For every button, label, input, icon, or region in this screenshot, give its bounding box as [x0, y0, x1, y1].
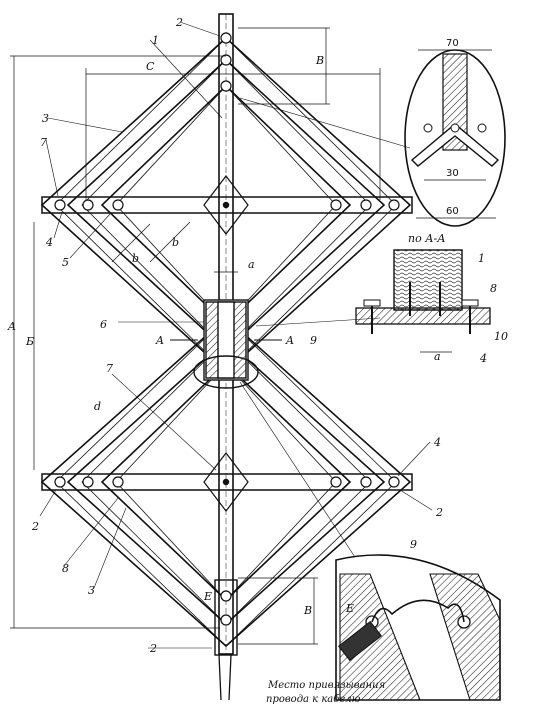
label-d: d [94, 400, 101, 413]
dim-30: 30 [446, 168, 459, 179]
lower-crossbar [41, 452, 413, 512]
label-6: 6 [100, 318, 107, 331]
label-10: 10 [494, 330, 508, 343]
section-aa [355, 249, 491, 353]
label-8: 8 [62, 562, 69, 575]
corner-bolts [54, 32, 400, 626]
label-8-section: 8 [490, 282, 497, 295]
caption-line-2: провода к кабелю [266, 694, 361, 705]
label-V-bottom: В [303, 604, 312, 617]
caption-line-1: Место привязывания [267, 680, 385, 691]
dimension-lines [10, 27, 381, 645]
label-9-detail: 9 [410, 538, 417, 551]
label-3-top: 3 [42, 112, 49, 125]
label-V-top: В [315, 54, 324, 67]
label-2-bottom: 2 [149, 642, 157, 655]
dim-60: 60 [446, 206, 459, 217]
detail-top [404, 49, 506, 227]
label-1: 1 [152, 34, 159, 47]
label-4-right: 4 [433, 436, 441, 449]
label-C: C [146, 60, 155, 73]
detail-bottom [335, 554, 501, 701]
label-9: 9 [310, 334, 317, 347]
caption: Место привязывания провода к кабелю [266, 680, 385, 705]
label-4-section: 4 [479, 352, 487, 365]
label-B: Б [25, 335, 34, 348]
label-5: 5 [62, 256, 69, 269]
label-1-section: 1 [478, 252, 485, 265]
label-b-2: b [132, 252, 139, 265]
dim-70: 70 [446, 38, 459, 49]
label-2-right: 2 [435, 506, 443, 519]
label-7-top: 7 [40, 136, 47, 149]
label-E-detail: E [345, 602, 354, 615]
upper-crossbar [41, 175, 413, 235]
insulator-block [170, 299, 282, 389]
label-b-1: b [172, 236, 179, 249]
label-3-bottom: 3 [88, 584, 95, 597]
part-labels: 1 2 3 7 4 5 6 7 2 8 3 4 2 2 9 9 A Б C В … [7, 16, 508, 655]
label-a: a [248, 258, 255, 271]
detail-dimensions: 70 30 60 [446, 38, 459, 217]
leader-lines [39, 21, 433, 649]
label-2-left: 2 [31, 520, 39, 533]
label-2-top: 2 [175, 16, 183, 29]
section-title: по А-А [408, 232, 446, 245]
label-E: E [203, 590, 212, 603]
label-a-section: a [434, 350, 441, 363]
label-4: 4 [45, 236, 53, 249]
label-A: A [7, 320, 16, 333]
label-7: 7 [106, 362, 113, 375]
label-A-left: A [155, 334, 164, 347]
label-A-right: A [285, 334, 294, 347]
